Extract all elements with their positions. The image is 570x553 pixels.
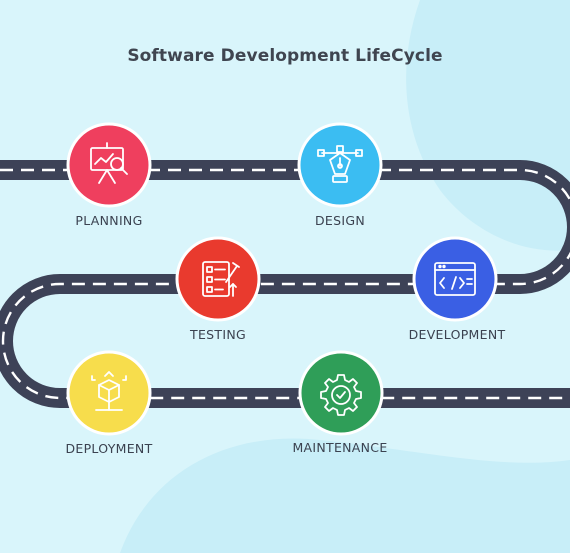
stage-design: [297, 122, 383, 208]
testing-label: TESTING: [190, 327, 246, 342]
checklist-icon: [202, 261, 240, 297]
deployment-label: DEPLOYMENT: [65, 441, 153, 456]
pen-tool-icon: [317, 145, 363, 183]
background-blob-bottom: [120, 438, 570, 553]
road-dashes: [0, 168, 570, 400]
presentation-chart-icon: [90, 142, 128, 184]
background-blob-top-right: [406, 0, 570, 251]
gear-check-icon: [320, 374, 362, 416]
stage-deployment: [66, 350, 152, 436]
stage-development: [412, 236, 498, 322]
deploy-box-icon: [91, 371, 127, 411]
stage-testing: [175, 236, 261, 322]
maintenance-circle: [298, 350, 384, 436]
maintenance-label: MAINTENANCE: [292, 440, 388, 455]
stage-maintenance: [298, 350, 384, 436]
diagram-title: Software Development LifeCycle: [127, 46, 443, 66]
development-label: DEVELOPMENT: [408, 327, 506, 342]
planning-circle: [66, 122, 152, 208]
stage-planning: [66, 122, 152, 208]
design-label: DESIGN: [315, 213, 365, 228]
planning-label: PLANNING: [75, 213, 143, 228]
code-window-icon: [434, 262, 476, 296]
